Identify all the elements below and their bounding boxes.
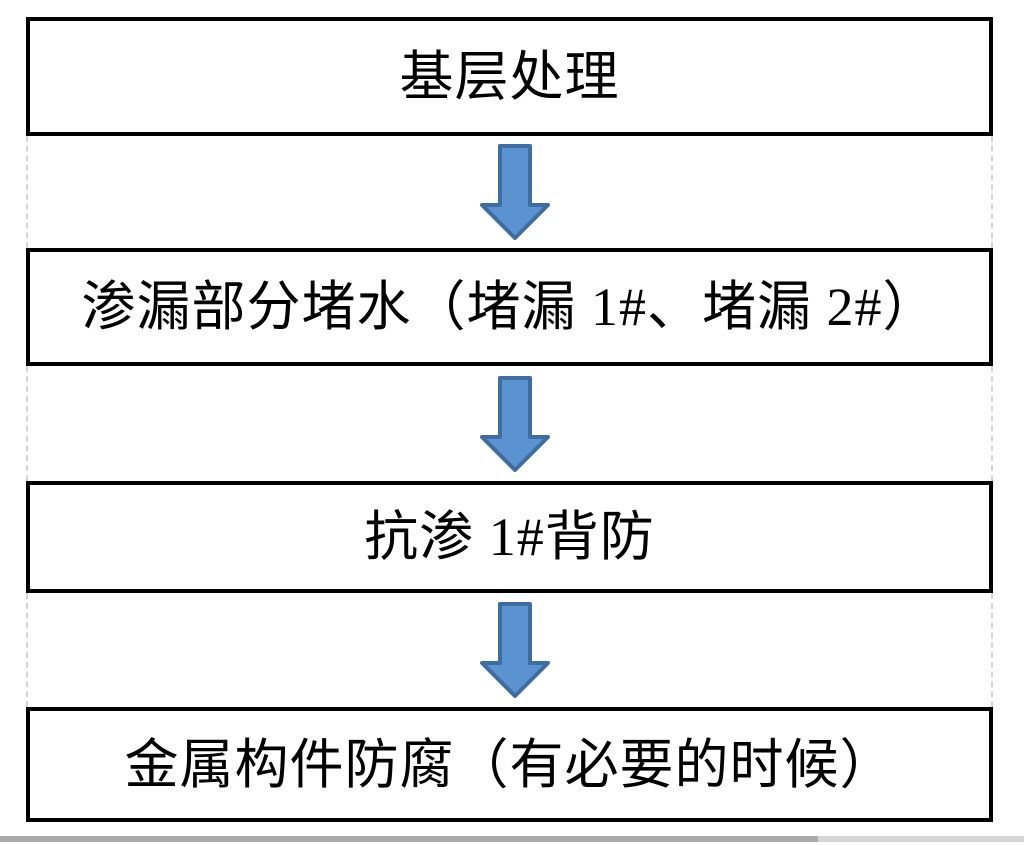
flow-step-label: 渗漏部分堵水（堵漏 1#、堵漏 2#） (81, 277, 938, 337)
connector-row (26, 366, 993, 481)
down-arrow-icon (479, 602, 550, 698)
down-arrow-icon (479, 144, 550, 240)
horizontal-scrollbar-thumb[interactable] (0, 836, 818, 842)
down-arrow-icon (479, 375, 550, 472)
flow-step-base-treatment: 基层处理 (26, 17, 993, 136)
flow-step-label: 基层处理 (399, 46, 620, 107)
flow-step-anti-seepage: 抗渗 1#背防 (26, 481, 993, 593)
connector-row (26, 593, 993, 707)
connector-row (26, 136, 993, 248)
horizontal-scrollbar (0, 836, 1024, 842)
flow-step-metal-anticorrosion: 金属构件防腐（有必要的时候） (26, 707, 993, 822)
flow-step-leak-plugging: 渗漏部分堵水（堵漏 1#、堵漏 2#） (26, 248, 993, 366)
flow-step-label: 抗渗 1#背防 (364, 507, 655, 567)
flow-step-label: 金属构件防腐（有必要的时候） (124, 734, 895, 795)
